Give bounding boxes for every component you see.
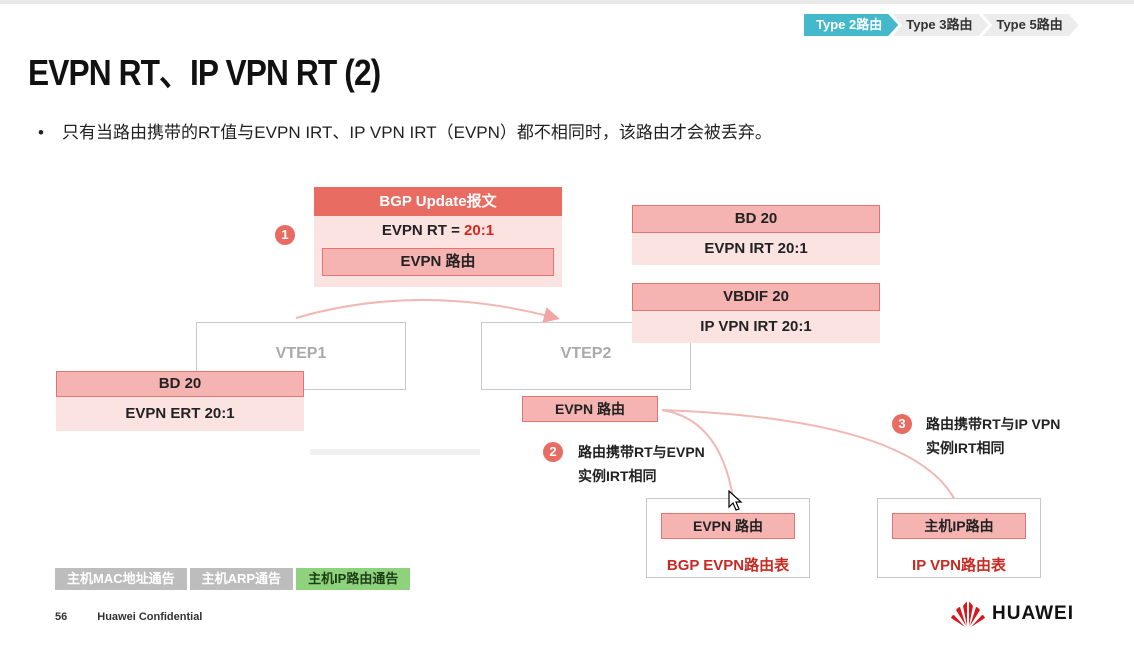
page-title: EVPN RT、IP VPN RT (2) bbox=[28, 52, 381, 93]
arrow-to-ipvpn bbox=[661, 409, 964, 516]
step-3-badge: 3 bbox=[892, 414, 912, 434]
ipvpn-caption: IP VPN路由表 bbox=[912, 557, 1006, 574]
tag-ip-route[interactable]: 主机IP路由通告 bbox=[296, 568, 411, 590]
vtep2-vbdif: VBDIF 20 bbox=[632, 283, 880, 311]
page-number: 56 bbox=[55, 611, 68, 623]
step-1-badge: 1 bbox=[275, 225, 295, 245]
vtep1-bd-table: BD 20 EVPN ERT 20:1 bbox=[56, 371, 304, 431]
bullet-dot: • bbox=[38, 123, 44, 142]
huawei-logo-text: HUAWEI bbox=[992, 603, 1074, 624]
tag-mac[interactable]: 主机MAC地址通告 bbox=[55, 568, 187, 590]
arrow-vtep1-to-vtep2 bbox=[295, 299, 560, 323]
bgp-update-route: EVPN 路由 bbox=[322, 248, 554, 276]
topic-tags: 主机MAC地址通告 主机ARP通告 主机IP路由通告 bbox=[55, 568, 413, 590]
step-3-note: 路由携带RT与IP VPN 实例IRT相同 bbox=[926, 412, 1060, 460]
bgp-evpn-caption: BGP EVPN路由表 bbox=[666, 557, 790, 574]
step-2-line2: 实例IRT相同 bbox=[578, 468, 657, 484]
bullet-point: • 只有当路由携带的RT值与EVPN IRT、IP VPN IRT（EVPN）都不… bbox=[38, 118, 772, 143]
huawei-flower-icon bbox=[951, 602, 985, 627]
vtep2-evpn-irt: EVPN IRT 20:1 bbox=[632, 233, 880, 265]
crumb-type5[interactable]: Type 5路由 bbox=[982, 14, 1078, 36]
bgp-evpn-entry: EVPN 路由 bbox=[661, 513, 795, 539]
bullet-text: 只有当路由携带的RT值与EVPN IRT、IP VPN IRT（EVPN）都不相… bbox=[61, 123, 772, 142]
huawei-logo: HUAWEI bbox=[950, 600, 1074, 628]
rt-prefix: EVPN RT = bbox=[381, 222, 465, 239]
vtep2-bd-table: BD 20 EVPN IRT 20:1 bbox=[632, 205, 880, 265]
arrow-to-bgp-evpn bbox=[661, 409, 742, 516]
crumb-type3[interactable]: Type 3路由 bbox=[892, 14, 988, 36]
vtep2-bd: BD 20 bbox=[632, 205, 880, 233]
step-2-line1: 路由携带RT与EVPN bbox=[578, 444, 705, 460]
bgp-update-header: BGP Update报文 bbox=[314, 187, 562, 216]
step-2-badge: 2 bbox=[543, 442, 563, 462]
ipvpn-entry: 主机IP路由 bbox=[892, 513, 1026, 539]
mouse-cursor-icon bbox=[728, 490, 743, 511]
evpn-route-label: EVPN 路由 bbox=[522, 396, 658, 422]
ipvpn-route-table: 主机IP路由 IP VPN路由表 bbox=[877, 498, 1041, 578]
vtep2-label: VTEP2 bbox=[560, 345, 612, 362]
breadcrumb: Type 2路由 Type 3路由 Type 5路由 bbox=[804, 14, 1073, 36]
vtep2-vbdif-table: VBDIF 20 IP VPN IRT 20:1 bbox=[632, 283, 880, 343]
rt-value: 20:1 bbox=[464, 222, 495, 239]
step-2-note: 路由携带RT与EVPN 实例IRT相同 bbox=[578, 440, 705, 488]
vtep1-ert: EVPN ERT 20:1 bbox=[56, 397, 304, 431]
vtep2-ipvpn-irt: IP VPN IRT 20:1 bbox=[632, 311, 880, 343]
bgp-update-rt: EVPN RT = 20:1 bbox=[314, 216, 562, 246]
bgp-evpn-route-table: EVPN 路由 BGP EVPN路由表 bbox=[646, 498, 810, 578]
top-bar bbox=[0, 0, 1134, 4]
vtep1-bd: BD 20 bbox=[56, 371, 304, 397]
crumb-type2[interactable]: Type 2路由 bbox=[804, 14, 898, 36]
step-3-line2: 实例IRT相同 bbox=[926, 440, 1005, 456]
footer: 56 Huawei Confidential bbox=[55, 611, 232, 623]
bgp-update-packet: BGP Update报文 EVPN RT = 20:1 EVPN 路由 bbox=[314, 187, 562, 287]
confidential-label: Huawei Confidential bbox=[97, 611, 203, 623]
vtep1-label: VTEP1 bbox=[275, 345, 327, 362]
step-3-line1: 路由携带RT与IP VPN bbox=[926, 416, 1061, 432]
tag-arp[interactable]: 主机ARP通告 bbox=[189, 568, 294, 590]
